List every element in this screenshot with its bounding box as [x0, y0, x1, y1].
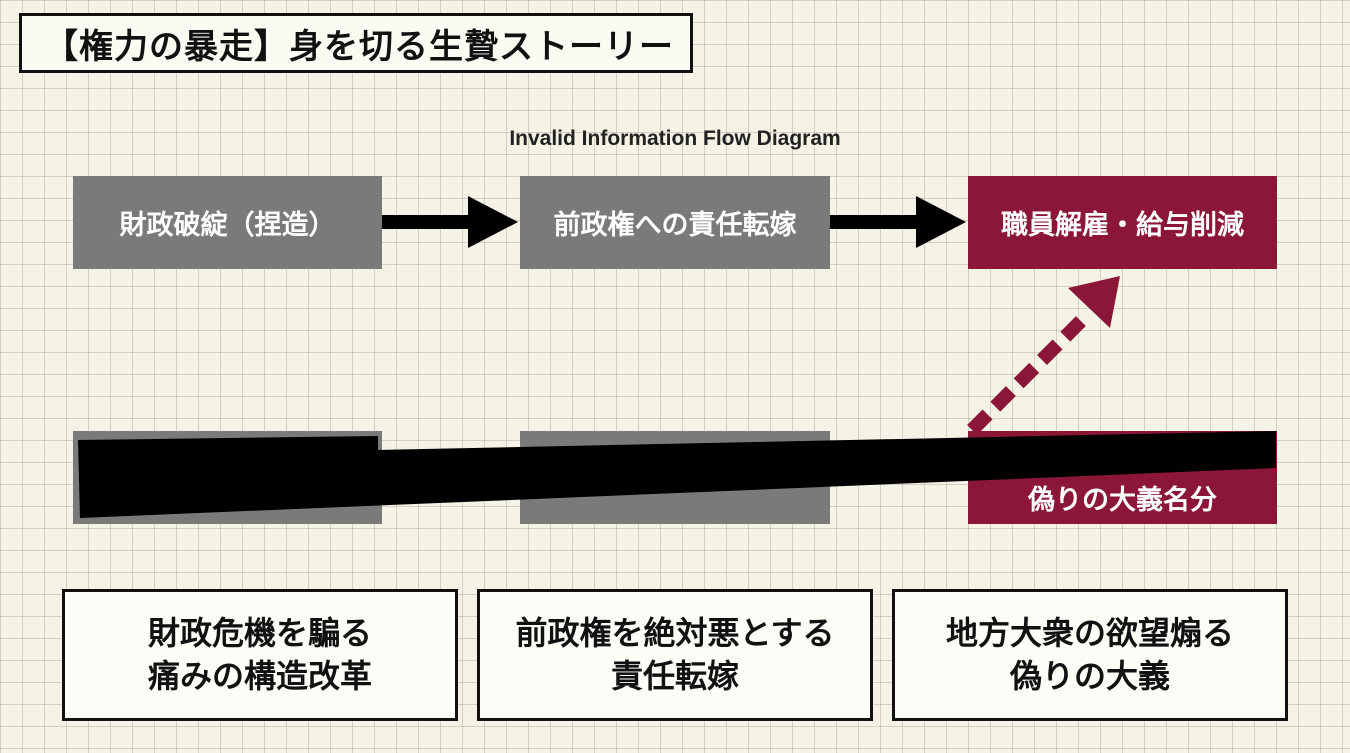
- summary-box-1: 財政危機を騙る 痛みの構造改革: [62, 589, 458, 721]
- summary-box-3: 地方大衆の欲望煽る 偽りの大義: [892, 589, 1288, 721]
- arrow-right-icon: [830, 196, 966, 248]
- summary-box-2: 前政権を絶対悪とする 責任転嫁: [477, 589, 873, 721]
- page-title: 【権力の暴走】身を切る生贄ストーリー: [19, 13, 693, 73]
- node-layoffs: 職員解雇・給与削減: [968, 176, 1277, 269]
- summary-box-1-line1: 財政危機を騙る: [147, 613, 372, 652]
- summary-box-2-line2: 責任転嫁: [610, 657, 739, 695]
- node-fiscal-collapse: 財政破綻（捏造）: [73, 176, 382, 269]
- arrow-right-icon: [382, 196, 518, 248]
- node-blame-shift: 前政権への責任転嫁: [520, 176, 830, 269]
- summary-box-1-line2: 痛みの構造改革: [147, 657, 372, 695]
- summary-box-3-line1: 地方大衆の欲望煽る: [945, 613, 1234, 652]
- diagram-title: Invalid Information Flow Diagram: [509, 127, 841, 150]
- summary-box-3-line2: 偽りの大義: [1009, 657, 1170, 695]
- summary-box-2-line1: 前政権を絶対悪とする: [515, 613, 835, 652]
- dashed-arrow-icon: [967, 276, 1120, 435]
